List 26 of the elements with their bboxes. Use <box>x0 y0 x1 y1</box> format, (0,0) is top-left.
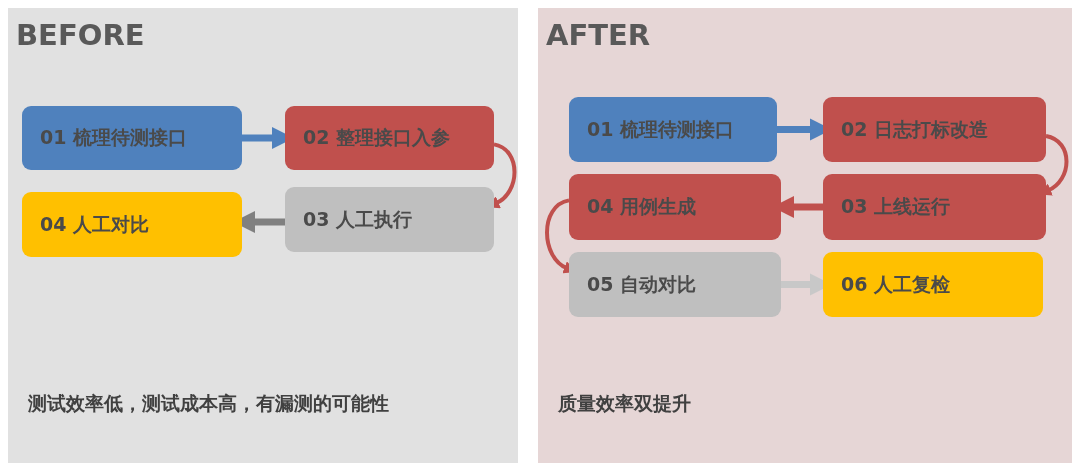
step-box <box>285 187 494 252</box>
step-box <box>22 192 242 257</box>
step-label: 04 人工对比 <box>40 211 150 237</box>
step-box <box>569 174 781 240</box>
step-label: 02 日志打标改造 <box>841 116 989 142</box>
panel-background <box>538 8 1072 463</box>
step-box <box>823 252 1043 317</box>
panel-background <box>8 8 518 463</box>
panel-title: BEFORE <box>16 18 145 52</box>
step-label: 01 梳理待测接口 <box>40 125 188 150</box>
step-label: 03 人工执行 <box>303 206 413 232</box>
summary-text: 测试效率低，测试成本高，有漏测的可能性 <box>28 391 389 416</box>
panel-title: AFTER <box>546 18 651 52</box>
step-box <box>569 252 781 317</box>
step-box <box>569 97 777 162</box>
step-box <box>823 174 1046 240</box>
step-label: 05 自动对比 <box>587 271 697 297</box>
step-box <box>285 106 494 170</box>
step-label: 02 整理接口入参 <box>303 125 451 150</box>
step-label: 03 上线运行 <box>841 194 951 219</box>
step-label: 04 用例生成 <box>587 194 697 219</box>
summary-text: 质量效率双提升 <box>558 391 691 416</box>
step-label: 01 梳理待测接口 <box>587 116 735 142</box>
step-label: 06 人工复检 <box>841 271 951 297</box>
step-box <box>22 106 242 170</box>
step-box <box>823 97 1046 162</box>
